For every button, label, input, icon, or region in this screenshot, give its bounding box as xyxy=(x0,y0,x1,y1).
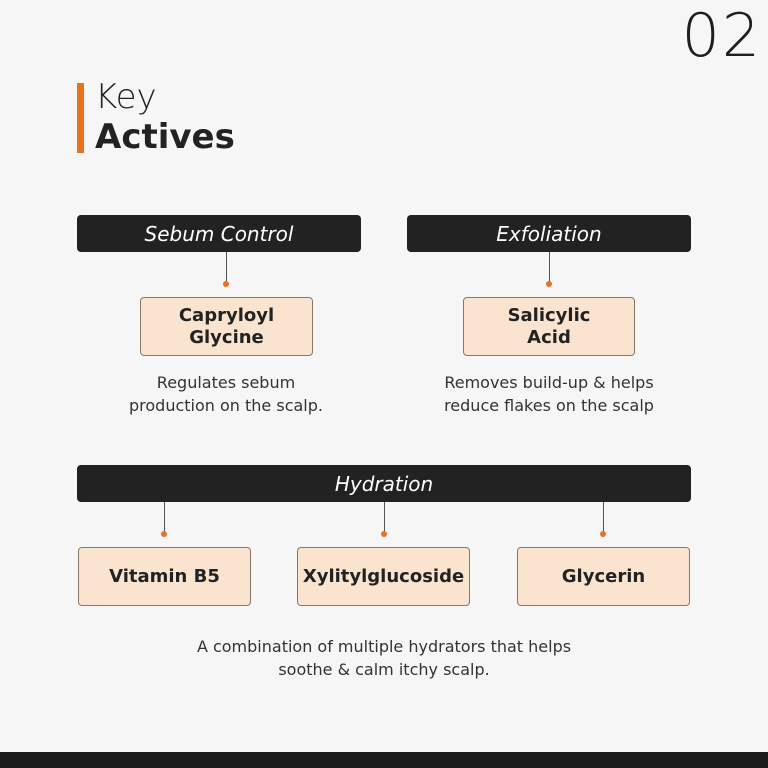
connector-line xyxy=(549,252,550,283)
ingredient-xylitylglucoside: Xylitylglucoside xyxy=(297,547,470,606)
connector-dot xyxy=(161,531,167,537)
connector-dot xyxy=(546,281,552,287)
description-exfoliation: Removes build-up & helps reduce flakes o… xyxy=(444,373,654,415)
ingredient-glycerin: Glycerin xyxy=(517,547,690,606)
title-accent-bar xyxy=(77,83,84,153)
connector-dot xyxy=(381,531,387,537)
category-hydration: Hydration xyxy=(77,465,691,502)
connector-dot xyxy=(223,281,229,287)
category-sebum-control: Sebum Control xyxy=(77,215,361,252)
connector-line xyxy=(384,502,385,533)
ingredient-salicylic-acid: Salicylic Acid xyxy=(463,297,635,356)
title-line-actives: Actives xyxy=(95,117,235,157)
connector-line xyxy=(603,502,604,533)
connector-dot xyxy=(600,531,606,537)
ingredient-capryloyl-glycine: Capryloyl Glycine xyxy=(140,297,313,356)
ingredient-vitamin-b5: Vitamin B5 xyxy=(78,547,251,606)
page-number: 02 xyxy=(681,1,762,71)
title-line-key: Key xyxy=(95,77,157,117)
bottom-band xyxy=(0,752,768,768)
description-hydration: A combination of multiple hydrators that… xyxy=(196,637,572,679)
connector-line xyxy=(226,252,227,283)
connector-line xyxy=(164,502,165,533)
description-sebum-control: Regulates sebum production on the scalp. xyxy=(129,373,323,415)
category-exfoliation: Exfoliation xyxy=(407,215,691,252)
